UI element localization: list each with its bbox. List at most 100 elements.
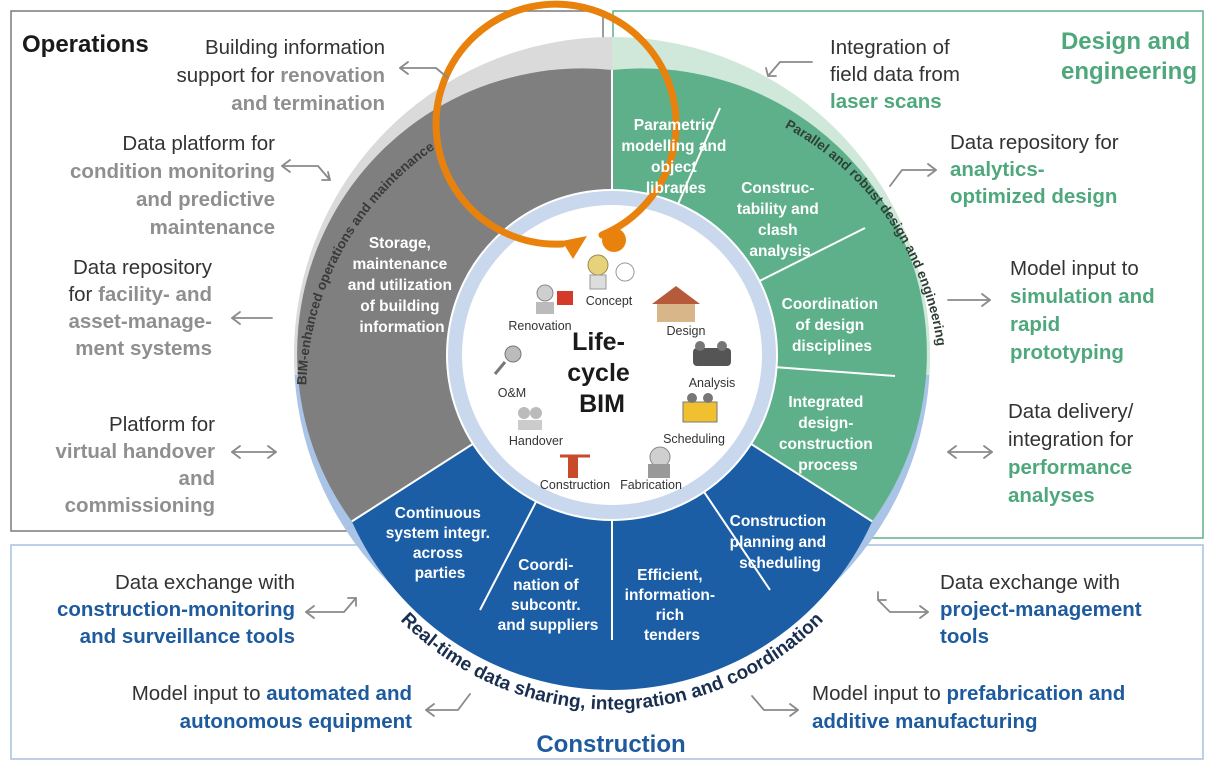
arrow-op3	[231, 311, 273, 325]
annotation-text-run: prototyping	[1010, 341, 1124, 364]
segment-operations-label: Storage, maintenance and utilization of …	[348, 235, 457, 336]
arrow-de4	[947, 445, 993, 459]
annotation-design-analytics: Data repository for analytics-optimized d…	[950, 131, 1119, 208]
annotation-text-run: Data platform for	[122, 132, 275, 155]
annotation-text-run: and termination	[231, 92, 385, 115]
stage-construction: Construction	[540, 478, 610, 492]
construction-crane-icon	[560, 454, 590, 478]
analysis-icon	[693, 341, 731, 366]
annotation-design-performance: Data delivery/integration for performance…	[1008, 400, 1134, 507]
renovation-icon	[536, 284, 573, 314]
annotation-text-run: renovation	[280, 64, 385, 87]
annotation-text-run: Data repository for	[950, 131, 1119, 154]
annotation-text-run: maintenance	[150, 216, 275, 239]
annotation-text-run: performance	[1008, 456, 1132, 479]
annotation-text-run: commissioning	[65, 494, 215, 517]
annotation-operations-virtual-handover: Platform for virtual handover and commissio…	[56, 413, 216, 517]
annotation-text-run: additive manufacturing	[812, 710, 1038, 733]
arrow-co2	[425, 693, 471, 717]
center-title: Life- cycle BIM	[567, 328, 637, 418]
stage-analysis: Analysis	[689, 376, 736, 390]
annotation-construction-automated: Model input to automated and autonomous e…	[132, 682, 412, 733]
annotation-text-run: integration for	[1008, 428, 1134, 451]
annotation-text-run: laser scans	[830, 90, 942, 113]
annotation-text-run: project-management	[940, 598, 1142, 621]
annotation-text-run: asset-manage-	[68, 310, 212, 333]
lifecycle-arrow	[432, 0, 680, 248]
annotation-construction-monitoring: Data exchange with construction-monitorin…	[57, 571, 295, 648]
annotation-construction-prefabrication: Model input to prefabrication and additiv…	[812, 682, 1125, 733]
annotation-text-run: field data from	[830, 63, 960, 86]
annotation-text-run: simulation and	[1010, 285, 1155, 308]
segment-parametric-label: Parametric modelling and object librarie…	[621, 117, 730, 197]
fabrication-icon	[648, 446, 671, 478]
annotation-text-run: rapid	[1010, 313, 1060, 336]
segment-coordination-design-label: Coordination of design disciplines	[782, 296, 883, 355]
segment-planning-label: Construction planning and scheduling	[730, 513, 831, 572]
arrow-op4	[231, 445, 277, 459]
annotation-text-run: Data exchange with	[115, 571, 295, 594]
annotation-operations-facility-management: Data repository for facility- and asset-ma…	[68, 256, 212, 360]
scheduling-icon	[682, 393, 718, 423]
arrow-co4	[751, 695, 799, 717]
segment-efficient-label: Efficient, information- rich tenders	[625, 567, 720, 644]
segment-integrated-label: Integrated design- construction process	[779, 394, 877, 474]
annotation-text-run: tools	[940, 625, 989, 648]
annotation-text-run: optimized design	[950, 185, 1117, 208]
annotation-text-run: and surveillance tools	[80, 625, 295, 648]
design-segment	[612, 68, 927, 522]
lifecycle-start-dot	[602, 228, 626, 252]
arrow-de1	[765, 61, 813, 77]
annotation-text-run: ment systems	[75, 337, 212, 360]
annotation-text-run: analytics-	[950, 158, 1045, 181]
annotation-text-run: construction-monitoring	[57, 598, 295, 621]
annotation-text-run: Data exchange with	[940, 571, 1120, 594]
construction-heading: Construction	[536, 731, 685, 758]
arrow-de2	[889, 163, 937, 187]
annotation-operations-renovation: Building information support for renovati…	[177, 36, 386, 115]
annotation-text-run: and predictive	[136, 188, 275, 211]
design-heading: Design and engineering	[1061, 28, 1197, 85]
annotation-text-run: support for	[177, 64, 281, 87]
annotation-text-run: Building information	[205, 36, 385, 59]
annotation-text-run: facility- and	[98, 283, 212, 306]
segment-coordination-sub-label: Coordi- nation of subcontr. and supplier…	[498, 557, 599, 634]
annotation-construction-project-management: Data exchange with project-management tool…	[940, 571, 1142, 648]
annotation-text-run: Platform for	[109, 413, 215, 436]
stage-concept: Concept	[586, 294, 633, 308]
arrow-co3	[877, 591, 929, 619]
annotation-text-run: virtual handover	[56, 440, 216, 463]
concept-icon	[587, 254, 635, 290]
annotation-text-run: for	[68, 283, 98, 306]
annotation-text-run: and	[179, 467, 215, 490]
stage-handover: Handover	[509, 434, 563, 448]
annotation-text-run: condition monitoring	[70, 160, 275, 183]
connector-arrows	[231, 61, 993, 717]
annotation-text-run: automated and	[266, 682, 412, 705]
stage-fabrication: Fabrication	[620, 478, 682, 492]
arrow-op2	[281, 159, 331, 181]
om-wrench-icon	[493, 345, 522, 375]
annotation-text-run: prefabrication and	[946, 682, 1125, 705]
annotation-operations-condition-monitoring: Data platform for condition monitoring and…	[70, 132, 275, 239]
operations-segment	[297, 68, 612, 522]
arrow-co1	[305, 597, 357, 619]
annotation-text-run: Model input to	[812, 682, 946, 705]
annotation-text-run: Model input to	[132, 682, 266, 705]
stage-renovation: Renovation	[508, 319, 571, 333]
stage-design: Design	[667, 324, 706, 338]
handover-icon	[518, 407, 542, 430]
annotation-design-simulation: Model input to simulation and rapid prototy…	[1010, 257, 1155, 364]
arrow-op1	[399, 61, 449, 79]
annotation-text-run: Data repository	[73, 256, 213, 279]
annotation-text-run: Model input to	[1010, 257, 1139, 280]
segment-continuous-label: Continuous system integr. across parties	[386, 505, 495, 582]
annotation-text-run: analyses	[1008, 484, 1095, 507]
design-house-icon	[652, 286, 700, 322]
segment-constructability-label: Construc- tability and clash analysis	[737, 180, 823, 260]
annotation-text-run: autonomous equipment	[180, 710, 413, 733]
stage-scheduling: Scheduling	[663, 432, 725, 446]
annotation-text-run: Data delivery/	[1008, 400, 1134, 423]
